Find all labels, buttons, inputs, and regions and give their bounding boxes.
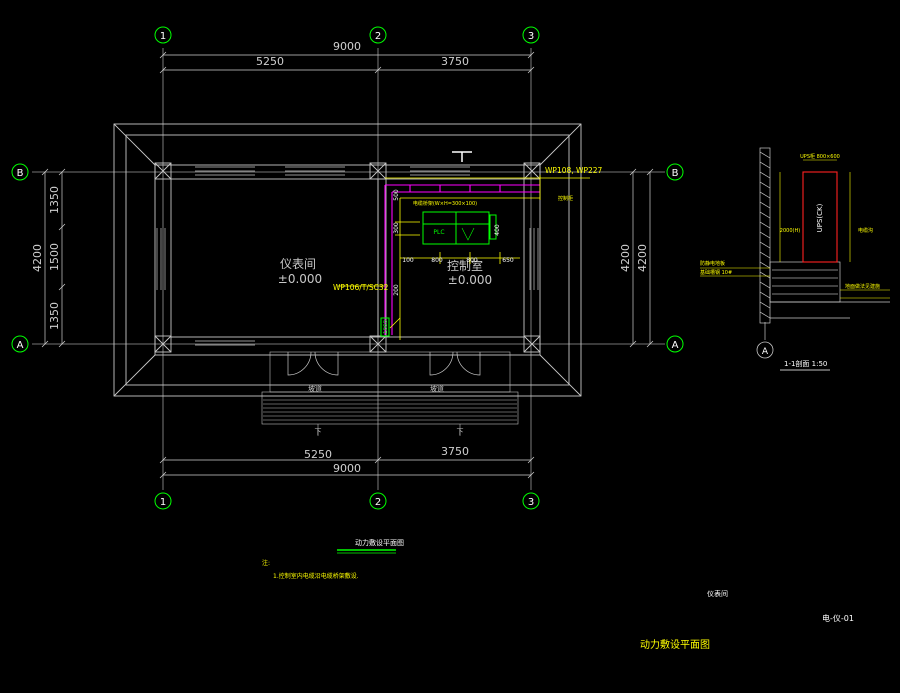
- section-mark: [452, 151, 472, 162]
- ups-label: UPS(CK): [816, 203, 824, 232]
- junction-box: [380, 317, 390, 337]
- room-caption: 仪表间: [707, 589, 728, 598]
- dim-right-inner: 4200: [636, 244, 649, 272]
- dim-bottom-right: 3750: [441, 445, 469, 458]
- axis-bubble-a-right: A: [666, 335, 684, 353]
- dim-label-1060: 1060: [383, 320, 389, 334]
- section-note-1: UPS柜 800×600: [800, 153, 840, 160]
- axis-label-1-bottom: 1: [160, 497, 166, 508]
- dim-bottom-left: 5250: [304, 448, 332, 461]
- windows: [156, 166, 539, 346]
- dim-top-right: 3750: [441, 55, 469, 68]
- ramp-label-2: 坡道: [430, 384, 444, 393]
- axis-label-3-bottom: 3: [528, 497, 534, 508]
- axis-label-1-top: 1: [160, 31, 166, 42]
- instrument-room-level: ±0.000: [278, 272, 322, 286]
- section-note-5: 基础槽钢 10#: [700, 269, 732, 276]
- ups-cabinet: [802, 171, 838, 263]
- doors: [287, 351, 481, 376]
- inner-wall: [170, 178, 525, 338]
- axis-label-b-right: B: [672, 168, 679, 179]
- stair-down-1: 下: [315, 428, 322, 436]
- axis-bubble-2-bottom: 2: [369, 492, 387, 510]
- cable-label-wp106: WP106/T/SC32: [333, 283, 389, 292]
- section-note-3: 电缆沟: [858, 227, 873, 234]
- cable-tray: [384, 184, 540, 335]
- dim-right-outer: 4200: [619, 244, 632, 272]
- section-note-6: 地面做法见建施: [845, 283, 880, 290]
- dim-left-total: 4200: [31, 244, 44, 272]
- cable-routes: [338, 175, 590, 340]
- axis-label-2-top: 2: [375, 31, 381, 42]
- plan-title: 动力敷设平面图: [355, 538, 404, 547]
- axis-label-a-right: A: [672, 340, 679, 351]
- axis-bubble-b-right: B: [666, 163, 684, 181]
- dim-label-500: 500: [393, 189, 400, 201]
- axis-bubble-2-top: 2: [369, 26, 387, 44]
- cable-spec-label: 电缆桥架(W×H=300×100): [413, 200, 477, 207]
- dim-label-100: 100: [402, 257, 414, 264]
- eave-outline: [125, 134, 570, 386]
- dim-top-total: 9000: [333, 40, 361, 53]
- drawing-number: 电-仪-01: [822, 613, 854, 623]
- axis-bubble-1-bottom: 1: [154, 492, 172, 510]
- dim-label-650: 650: [502, 257, 514, 264]
- cabinet-detail-icon: [461, 227, 475, 241]
- dim-left-seg-2: 1500: [48, 243, 61, 271]
- section-axis: A: [762, 347, 769, 357]
- axis-bubble-a-left: A: [11, 335, 29, 353]
- cable-label-wp108: WP108, WP227: [545, 166, 603, 175]
- notes-line: 1.控制室内电缆沿电缆桥架敷设.: [273, 572, 359, 580]
- section-detail: UPS(CK) UPS柜 800×600 2000(H) 电缆沟 防静电地板 基…: [700, 147, 890, 371]
- outer-wall: [154, 164, 541, 356]
- entrance-steps: [261, 351, 519, 436]
- axis-bubble-b-left: B: [11, 163, 29, 181]
- axis-label-a-left: A: [17, 340, 24, 351]
- dim-left-seg-1: 1350: [48, 186, 61, 214]
- dim-label-300: 300: [393, 222, 400, 234]
- axis-label-2-bottom: 2: [375, 497, 381, 508]
- axis-bubble-1-top: 1: [154, 26, 172, 44]
- dimension-lines-bottom: [159, 456, 535, 479]
- plc-label: PLC: [433, 229, 444, 236]
- axis-label-3-top: 3: [528, 31, 534, 42]
- columns: [154, 162, 541, 353]
- section-title: 1-1剖面 1:50: [784, 359, 827, 368]
- ramp-label-1: 坡道: [308, 384, 322, 393]
- control-room-level: ±0.000: [448, 273, 492, 287]
- axis-bubbles: 1 2 3 1 2 3 B A: [11, 26, 684, 510]
- dim-label-200: 200: [393, 284, 400, 296]
- axis-bubble-3-bottom: 3: [522, 492, 540, 510]
- section-note-4: 防静电地板: [700, 260, 725, 267]
- dim-left-seg-3: 1350: [48, 302, 61, 330]
- cabinet-note: 控制柜: [558, 195, 573, 202]
- dim-label-800: 800: [431, 257, 443, 264]
- instrument-room-name: 仪表间: [280, 257, 316, 271]
- control-room-name: 控制室: [447, 258, 483, 273]
- dim-label-800b: 800: [466, 257, 478, 264]
- axis-label-b-left: B: [17, 168, 24, 179]
- section-note-2: 2000(H): [780, 228, 800, 234]
- sheet-title: 动力敷设平面图: [640, 638, 710, 651]
- control-cabinets: [380, 211, 497, 337]
- dimension-lines-left: [41, 168, 66, 348]
- dimension-lines-right: [629, 168, 654, 348]
- stair-down-2: 下: [457, 428, 464, 436]
- dim-label-400: 400: [494, 224, 501, 236]
- dim-top-left: 5250: [256, 55, 284, 68]
- notes-head: 注:: [262, 559, 270, 567]
- dim-bottom-total: 9000: [333, 462, 361, 475]
- dimension-lines-top: [159, 51, 535, 74]
- axis-bubble-3-top: 3: [522, 26, 540, 44]
